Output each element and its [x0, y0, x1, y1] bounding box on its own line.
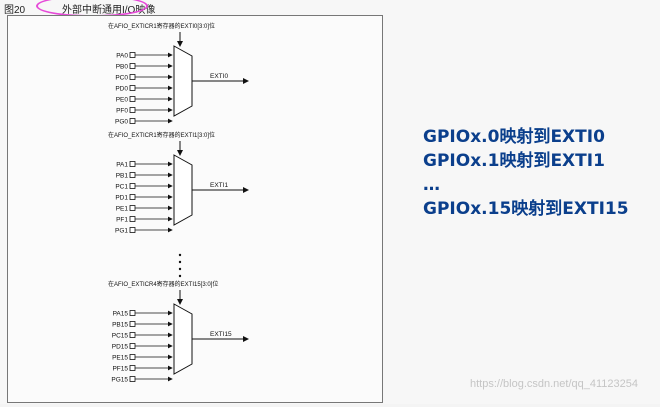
- input-pin: [129, 354, 136, 360]
- register-label: 在AFIO_EXTICR1寄存器的EXTI1[3:0]位: [108, 131, 215, 139]
- input-label: PG15: [111, 377, 128, 384]
- ellipsis-dots: [178, 253, 182, 278]
- register-label: 在AFIO_EXTICR4寄存器的EXTI15[3:0]位: [108, 280, 218, 288]
- input-label: PC1: [115, 184, 128, 191]
- input-label: PB15: [112, 322, 128, 329]
- watermark: https://blog.csdn.net/qq_41123254: [470, 378, 638, 390]
- input-pin: [129, 310, 136, 316]
- input-pin: [129, 85, 136, 91]
- input-pin: [129, 74, 136, 80]
- input-label: PC0: [115, 75, 128, 82]
- register-label: 在AFIO_EXTICR1寄存器的EXTI0[3:0]位: [108, 22, 215, 30]
- input-pin: [129, 161, 136, 167]
- output-label: EXTI15: [210, 331, 232, 338]
- input-pin: [129, 227, 136, 233]
- input-label: PB0: [116, 64, 129, 71]
- input-label: PD1: [115, 195, 128, 202]
- input-label: PC15: [112, 333, 129, 340]
- note-line: GPIOx.0映射到EXTI0: [423, 127, 605, 147]
- mux-group: 在AFIO_EXTICR1寄存器的EXTI0[3:0]位 PA0PB0PC0PD0…: [108, 22, 249, 126]
- input-label: PE1: [116, 206, 129, 213]
- input-label: PF0: [116, 108, 128, 115]
- mapping-notes: GPIOx.0映射到EXTI0 GPIOx.1映射到EXTI1 … GPIOx.…: [423, 125, 629, 221]
- multiplexer: [173, 154, 193, 226]
- input-pin: [129, 343, 136, 349]
- input-pin: [129, 321, 136, 327]
- input-pin: [129, 205, 136, 211]
- input-label: PE15: [112, 355, 128, 362]
- multiplexer: [173, 45, 193, 117]
- input-pin: [129, 52, 136, 58]
- note-line: GPIOx.1映射到EXTI1: [423, 151, 605, 171]
- figure-label: 图20: [4, 5, 26, 16]
- input-pin: [129, 194, 136, 200]
- output-label: EXTI1: [210, 182, 228, 189]
- multiplexer: [173, 303, 193, 375]
- input-pin: [129, 216, 136, 222]
- input-label: PG1: [115, 228, 128, 235]
- mux-group: 在AFIO_EXTICR4寄存器的EXTI15[3:0]位 PA15PB15PC1…: [108, 280, 249, 384]
- mux-group: 在AFIO_EXTICR1寄存器的EXTI1[3:0]位 PA1PB1PC1PD1…: [108, 131, 249, 235]
- input-pin: [129, 96, 136, 102]
- input-pin: [129, 118, 136, 124]
- input-label: PE0: [116, 97, 129, 104]
- input-label: PG0: [115, 119, 128, 126]
- input-pin: [129, 107, 136, 113]
- input-pin: [129, 183, 136, 189]
- input-label: PA15: [113, 311, 129, 318]
- input-label: PA1: [116, 162, 128, 169]
- input-pin: [129, 376, 136, 382]
- note-line: GPIOx.15映射到EXTI15: [423, 199, 629, 219]
- input-label: PA0: [116, 53, 128, 60]
- input-pin: [129, 63, 136, 69]
- note-line: …: [423, 175, 440, 195]
- input-label: PB1: [116, 173, 129, 180]
- input-pin: [129, 172, 136, 178]
- input-pin: [129, 365, 136, 371]
- input-label: PF1: [116, 217, 128, 224]
- input-pin: [129, 332, 136, 338]
- input-label: PD15: [112, 344, 129, 351]
- input-label: PD0: [115, 86, 128, 93]
- input-label: PF15: [112, 366, 128, 373]
- output-label: EXTI0: [210, 73, 228, 80]
- exti-mux-diagram: 在AFIO_EXTICR1寄存器的EXTI0[3:0]位 PA0PB0PC0PD0…: [108, 22, 249, 384]
